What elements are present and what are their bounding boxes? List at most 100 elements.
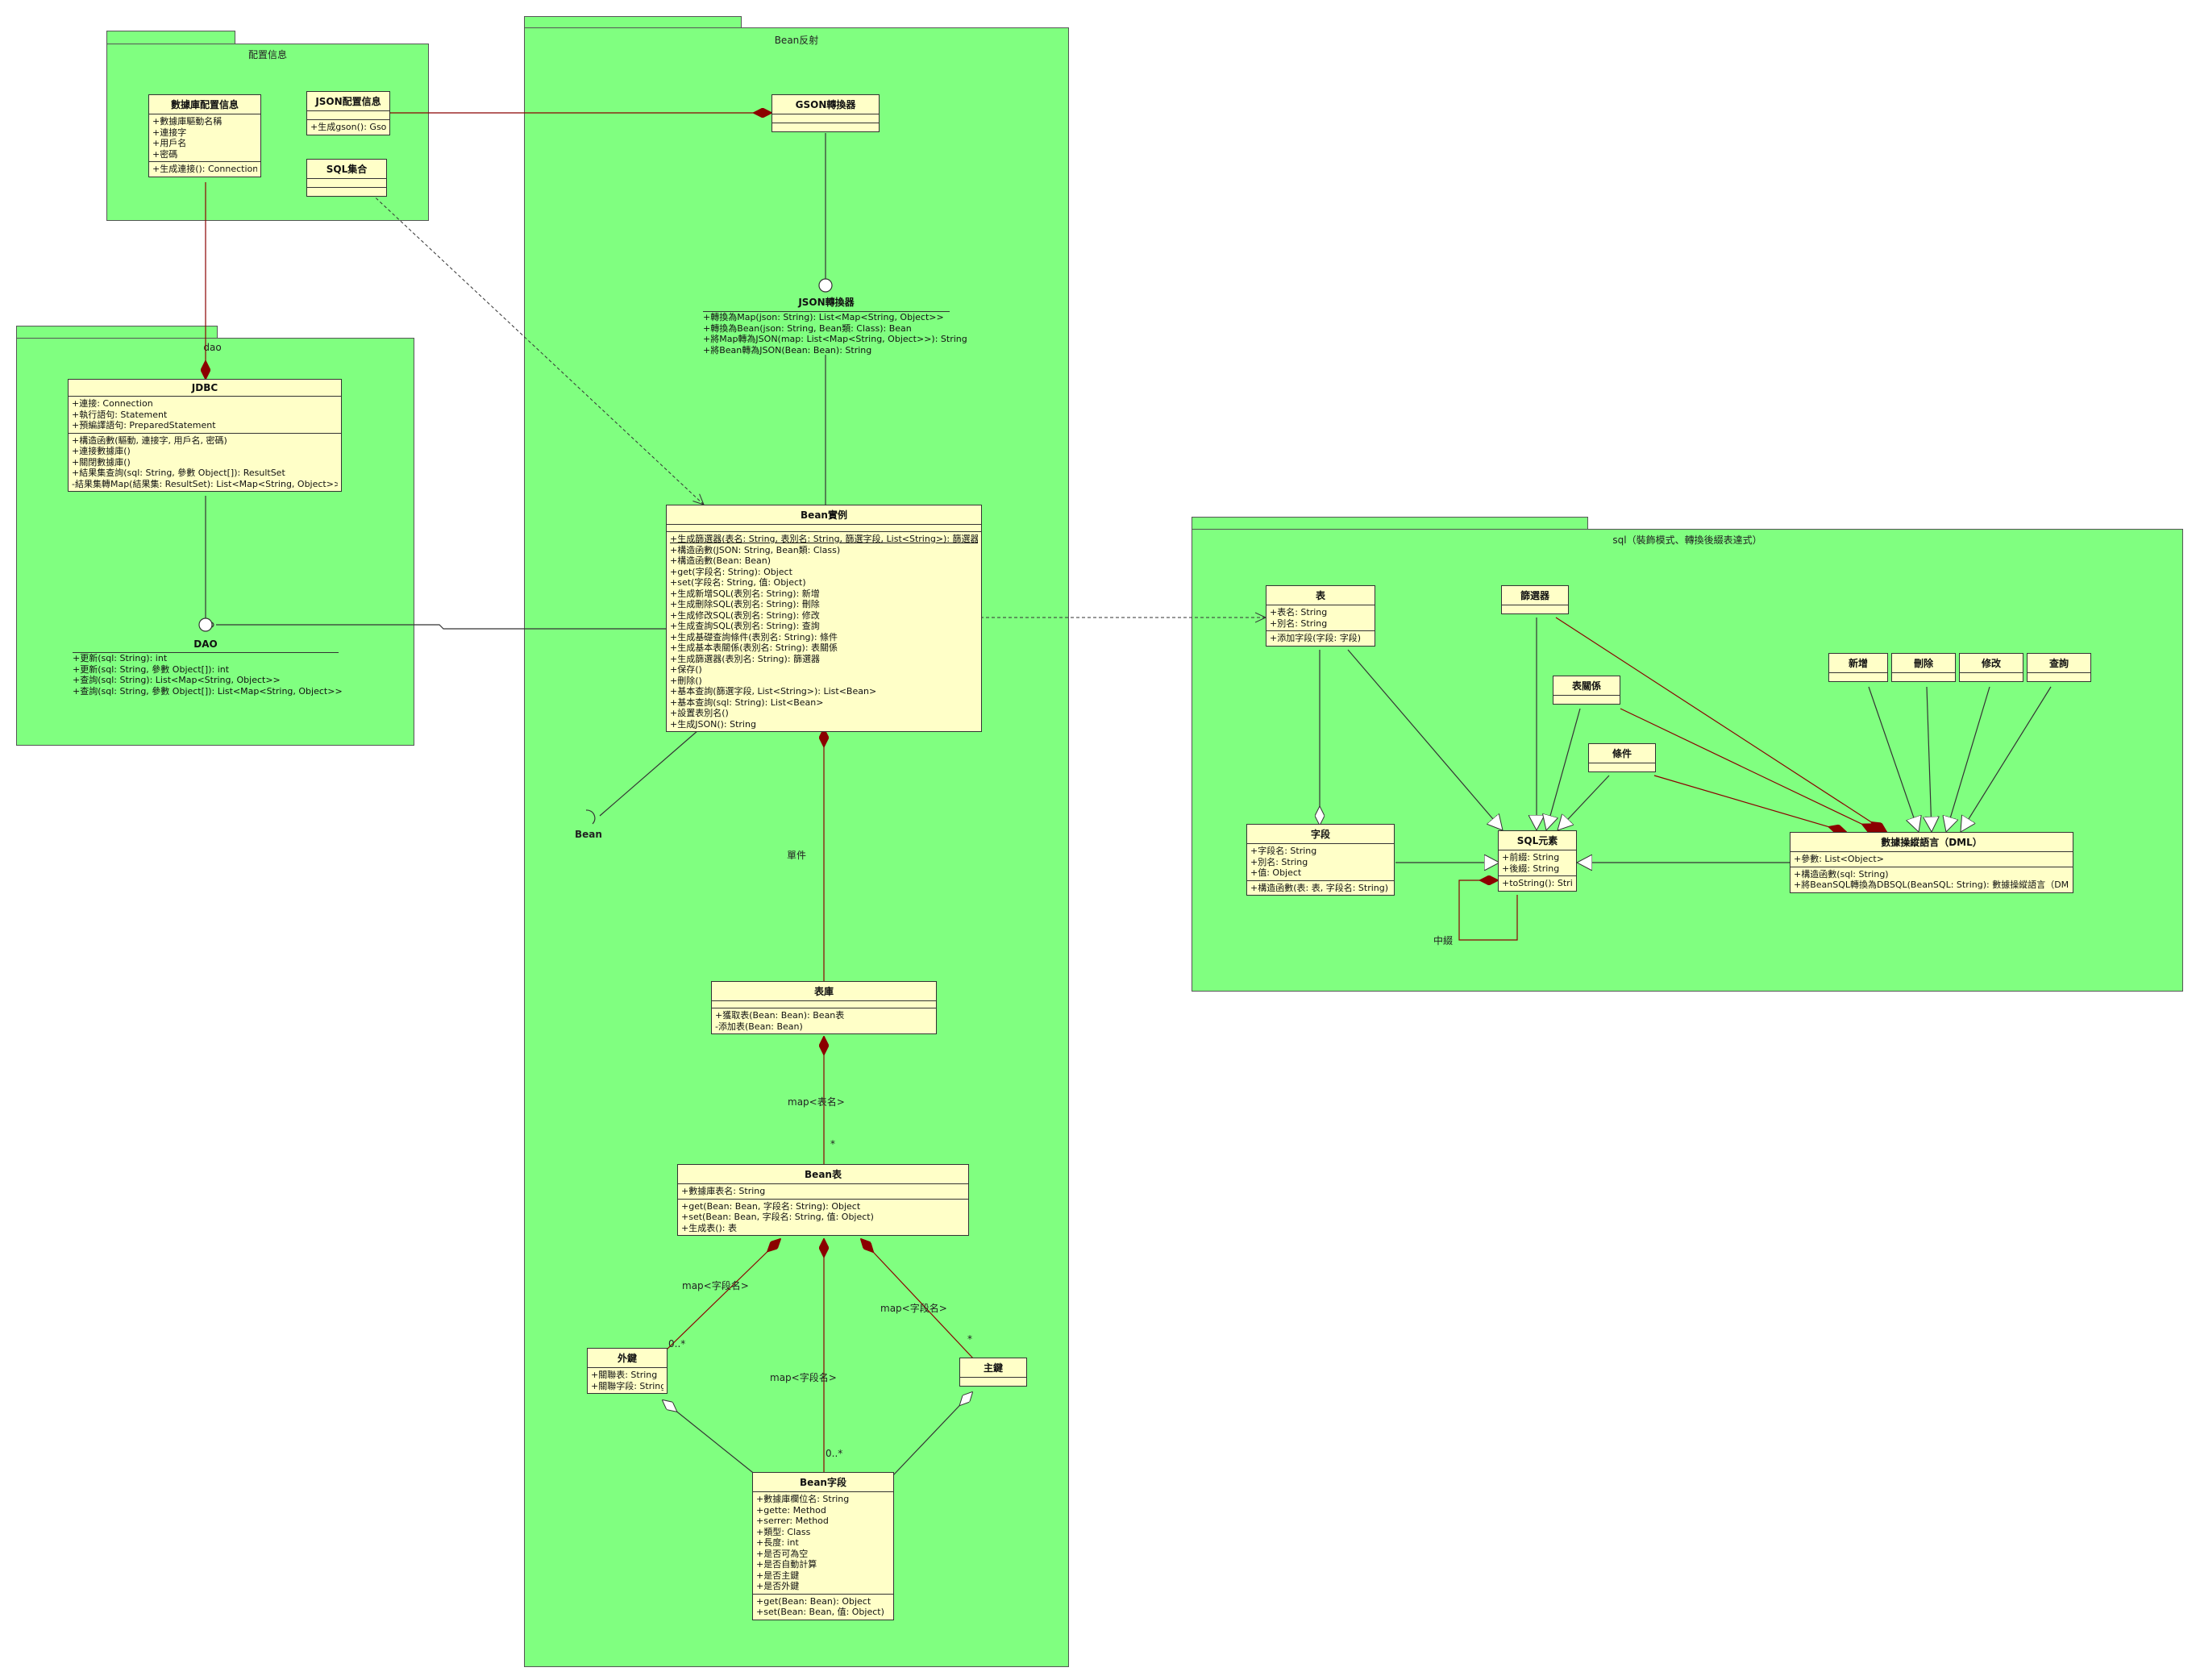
operation: +查詢(sql: String, 參數 Object[]): List<Map<…: [73, 685, 343, 697]
class-sql-element[interactable]: SQL元素 +前綴: String +後綴: String +toString(…: [1498, 830, 1577, 892]
operation: +生成基本表關係(表別名: String): 表關係: [670, 642, 838, 653]
attributes: +參數: List<Object>: [1790, 852, 2073, 867]
class-name: 修改: [1960, 654, 2023, 673]
class-foreign-key[interactable]: 外鍵 +關聯表: String +關聯字段: String: [587, 1348, 668, 1394]
attributes: +數據庫欄位名: String +gette: Method +serrer: …: [753, 1492, 893, 1595]
operation: +構造函數(Bean: Bean): [670, 555, 772, 566]
class-field[interactable]: 字段 +字段名: String +別名: String +值: Object +…: [1246, 824, 1395, 896]
class-filter[interactable]: 篩選器: [1501, 585, 1569, 614]
operation: +生成篩選器(表別名: String): 篩選器: [670, 653, 821, 664]
class-sql-set[interactable]: SQL集合: [306, 159, 387, 197]
attributes: +表名: String +別名: String: [1266, 605, 1375, 631]
operation: +設置表別名(): [670, 708, 729, 718]
operation: +構造函數(JSON: String, Bean類: Class): [670, 544, 841, 555]
operations: +生成gson(): Gson: [307, 120, 389, 135]
attributes: +前綴: String +後綴: String: [1499, 850, 1576, 876]
class-insert[interactable]: 新增: [1828, 653, 1888, 682]
class-name: 表庫: [712, 982, 936, 1001]
class-bean-table[interactable]: Bean表 +數據庫表名: String +get(Bean: Bean, 字段…: [677, 1164, 969, 1236]
label-mult-primary: *: [967, 1333, 972, 1345]
attribute: +用戶名: [152, 138, 187, 148]
operation: +生成新增SQL(表別名: String): 新增: [670, 588, 820, 599]
operation: +關閉數據庫(): [72, 456, 131, 468]
class-name: 數據庫配置信息: [149, 95, 260, 114]
class-jdbc[interactable]: JDBC +連接: Connection +執行語句: Statement +預…: [68, 379, 342, 492]
class-name: JSON配置信息: [307, 92, 389, 111]
interface-json-converter[interactable]: JSON轉換器 +轉換為Map(json: String): List<Map<…: [703, 295, 967, 356]
label-mult-foreign: 0..*: [668, 1338, 686, 1349]
class-name: 查詢: [2028, 654, 2090, 673]
attributes: +數據庫表名: String: [678, 1184, 968, 1200]
class-table-lib[interactable]: 表庫 +獲取表(Bean: Bean): Bean表 -添加表(Bean: Be…: [711, 981, 937, 1034]
operation: +結果集查詢(sql: String, 參數 Object[]): Result…: [72, 468, 285, 478]
attribute: +表名: String: [1270, 607, 1328, 618]
class-name: 刪除: [1892, 654, 1955, 673]
operations: +生成篩選器(表名: String, 表別名: String, 篩選字段, Li…: [667, 532, 981, 731]
attribute: +別名: String: [1250, 856, 1308, 867]
operation: +更新(sql: String, 參數 Object[]): int: [73, 663, 230, 675]
operation: +添加字段(字段: 字段): [1270, 633, 1362, 643]
class-name: 表: [1266, 586, 1375, 605]
class-condition[interactable]: 條件: [1588, 743, 1656, 772]
class-name: 篩選器: [1502, 586, 1568, 605]
class-name: 數據操縱語言（DML）: [1790, 833, 2073, 852]
attribute: +數據庫欄位名: String: [756, 1494, 850, 1504]
attribute: +關聯字段: String: [591, 1380, 663, 1391]
operation: +將Map轉為JSON(map: List<Map<String, Object…: [703, 334, 967, 344]
class-table-relation[interactable]: 表關係: [1553, 676, 1620, 705]
class-name: 外鍵: [588, 1349, 667, 1368]
class-query[interactable]: 查詢: [2027, 653, 2091, 682]
class-bean-field[interactable]: Bean字段 +數據庫欄位名: String +gette: Method +s…: [752, 1472, 894, 1620]
operation: +get(Bean: Bean, 字段名: String): Object: [681, 1200, 861, 1212]
attribute: +執行語句: Statement: [72, 409, 168, 420]
operation: -結果集轉Map(結果集: ResultSet): List<Map<Strin…: [72, 478, 338, 489]
class-name: Bean表: [678, 1165, 968, 1184]
class-gson-converter[interactable]: GSON轉換器: [772, 94, 880, 132]
interface-name: DAO: [73, 638, 339, 653]
attribute: +數據庫表名: String: [681, 1186, 766, 1196]
class-table[interactable]: 表 +表名: String +別名: String +添加字段(字段: 字段): [1266, 585, 1375, 647]
attribute: +類型: Class: [756, 1526, 811, 1537]
attribute: +關聯表: String: [591, 1370, 658, 1380]
attributes: [1502, 605, 1568, 613]
class-name: 主鍵: [960, 1358, 1026, 1378]
class-delete[interactable]: 刪除: [1891, 653, 1956, 682]
operation: +set(Bean: Bean, 字段名: String, 值: Object): [681, 1212, 874, 1222]
class-update[interactable]: 修改: [1959, 653, 2023, 682]
attribute: +字段名: String: [1250, 846, 1317, 856]
attributes: [667, 525, 981, 532]
operation: +get(Bean: Bean): Object: [756, 1595, 871, 1607]
operation: +刪除(): [670, 675, 702, 686]
class-name: GSON轉換器: [772, 95, 879, 114]
label-middle: 中綴: [1433, 935, 1454, 946]
package-bean-reflection: Bean反射: [524, 27, 1069, 1667]
class-name: 條件: [1589, 744, 1655, 763]
interface-dao[interactable]: DAO +更新(sql: String): int +更新(sql: Strin…: [73, 638, 343, 697]
interface-bean-label: Bean: [575, 829, 602, 840]
class-db-config[interactable]: 數據庫配置信息 +數據庫驅動名稱 +連接字 +用戶名 +密碼 +生成連接(): …: [148, 94, 261, 177]
class-name: 字段: [1247, 825, 1394, 844]
operation: -添加表(Bean: Bean): [715, 1021, 803, 1032]
operation: +基本查詢(sql: String): List<Bean>: [670, 697, 824, 708]
operations: +構造函數(表: 表, 字段名: String): [1247, 881, 1394, 896]
class-primary-key[interactable]: 主鍵: [959, 1358, 1027, 1387]
attributes: [1589, 763, 1655, 771]
class-bean-instance[interactable]: Bean實例 +生成篩選器(表名: String, 表別名: String, 篩…: [666, 505, 982, 732]
operation: +更新(sql: String): int: [73, 653, 168, 663]
attribute: +密碼: [152, 148, 178, 160]
class-json-config[interactable]: JSON配置信息 +生成gson(): Gson: [306, 91, 390, 135]
attribute: +連接: Connection: [72, 398, 153, 409]
operation: +構造函數(表: 表, 字段名: String): [1250, 882, 1389, 893]
operation: +獲取表(Bean: Bean): Bean表: [715, 1010, 845, 1021]
operation: +生成修改SQL(表別名: String): 修改: [670, 609, 820, 621]
attribute: +別名: String: [1270, 618, 1328, 629]
attribute: +連接字: [152, 127, 187, 138]
operation: +set(字段名: String, 值: Object): [670, 577, 806, 588]
class-dml[interactable]: 數據操縱語言（DML） +參數: List<Object> +構造函數(sql:…: [1790, 832, 2073, 893]
class-name: SQL集合: [307, 160, 386, 179]
operation: +set(Bean: Bean, 值: Object): [756, 1607, 884, 1617]
class-name: SQL元素: [1499, 831, 1576, 850]
operations: +get(Bean: Bean, 字段名: String): Object +s…: [678, 1200, 968, 1236]
operations: [772, 123, 879, 131]
